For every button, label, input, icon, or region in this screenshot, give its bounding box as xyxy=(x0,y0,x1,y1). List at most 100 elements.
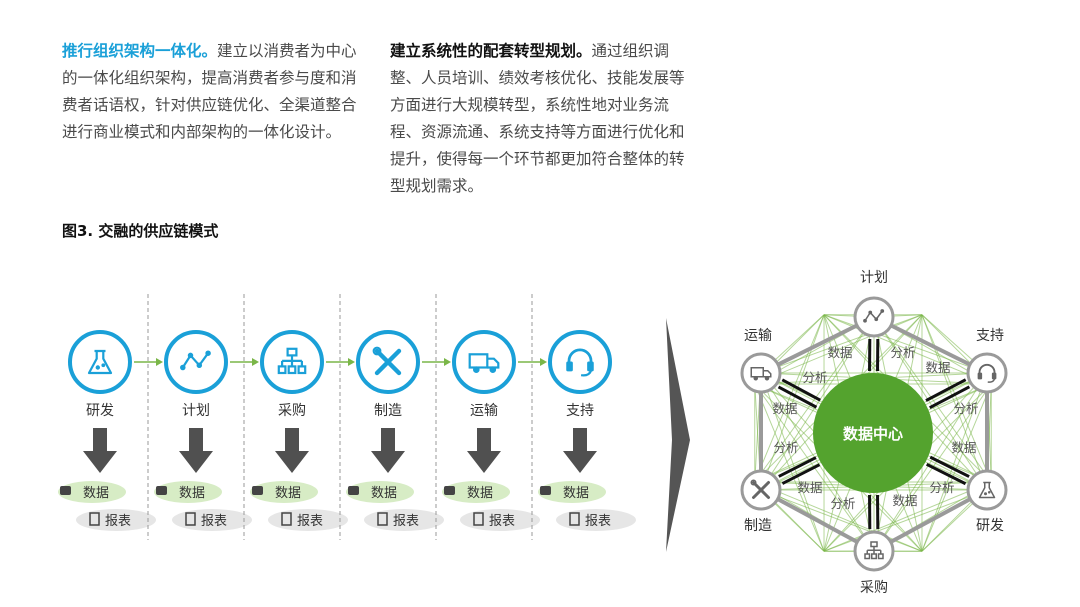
link-word-data: 数据 xyxy=(951,440,976,455)
center-connector xyxy=(925,462,967,486)
network-node xyxy=(966,469,1008,511)
data-label: 数据 xyxy=(179,486,205,501)
data-pill xyxy=(250,481,318,503)
paragraph-body: 建立以消费者为中心的一体化组织架构，提高消费者参与度和消费者话语权，针对供应链优… xyxy=(62,42,357,141)
link-word-analysis: 分析 xyxy=(929,480,954,495)
link-word-data: 数据 xyxy=(827,345,852,360)
stage-label: 采购 xyxy=(278,403,306,419)
link-word-analysis: 分析 xyxy=(830,496,855,511)
report-label: 报表 xyxy=(489,514,515,529)
down-arrow xyxy=(275,428,309,473)
stage-node xyxy=(548,330,612,394)
data-center-label: 数据中心 xyxy=(843,425,903,443)
paragraph-transformation-plan: 建立系统性的配套转型规划。通过组织调整、人员培训、绩效考核优化、技能发展等方面进… xyxy=(390,38,695,200)
ring-link xyxy=(760,488,875,553)
document-icon xyxy=(185,512,196,526)
link-word-analysis: 分析 xyxy=(953,401,978,416)
network-node xyxy=(966,352,1008,394)
network-node-label: 计划 xyxy=(860,270,888,286)
center-connector xyxy=(929,455,970,478)
database-icon xyxy=(540,486,551,495)
stage-node xyxy=(68,330,132,394)
mesh-link xyxy=(754,316,875,483)
center-connector xyxy=(778,456,817,478)
ring-link xyxy=(873,488,988,553)
mesh-link xyxy=(760,372,875,552)
down-arrow xyxy=(563,428,597,473)
report-label: 报表 xyxy=(297,514,323,529)
link-word-analysis: 分析 xyxy=(773,440,798,455)
figure-title: 图3. 交融的供应链模式 xyxy=(62,222,219,240)
stage-label: 运输 xyxy=(470,403,498,419)
document-icon xyxy=(569,512,580,526)
paragraph-lead: 建立系统性的配套转型规划。 xyxy=(390,42,592,60)
flow-arrowhead xyxy=(348,358,355,366)
report-label: 报表 xyxy=(393,514,419,529)
data-pill xyxy=(442,481,510,503)
down-arrow xyxy=(371,428,405,473)
stage-label: 制造 xyxy=(374,403,402,419)
center-connector xyxy=(929,385,971,409)
mesh-link xyxy=(823,489,988,552)
data-label: 数据 xyxy=(563,486,589,501)
data-label: 数据 xyxy=(83,486,109,501)
stage-label: 研发 xyxy=(86,403,114,419)
database-icon xyxy=(348,486,359,495)
down-arrow xyxy=(179,428,213,473)
link-word-data: 数据 xyxy=(892,493,917,508)
database-icon xyxy=(156,486,167,495)
document-icon xyxy=(89,512,100,526)
stage-node xyxy=(452,330,516,394)
data-pill xyxy=(538,481,606,503)
database-icon xyxy=(252,486,263,495)
document-icon xyxy=(281,512,292,526)
report-label: 报表 xyxy=(585,514,611,529)
link-word-data: 数据 xyxy=(772,401,797,416)
chevron-separator xyxy=(666,318,690,552)
link-word-data: 数据 xyxy=(925,360,950,375)
report-label: 报表 xyxy=(201,514,227,529)
mesh-link xyxy=(760,316,875,491)
mesh-link xyxy=(873,316,992,483)
network-node-label: 采购 xyxy=(860,580,888,596)
stage-label: 支持 xyxy=(566,403,594,419)
mesh-link xyxy=(873,372,988,552)
link-word-analysis: 分析 xyxy=(890,345,915,360)
data-label: 数据 xyxy=(467,486,493,501)
mesh-link xyxy=(921,383,992,552)
network-node xyxy=(740,352,782,394)
network-node-label: 研发 xyxy=(976,518,1004,534)
network-node-label: 运输 xyxy=(744,328,772,344)
center-connector xyxy=(777,385,818,409)
mesh-link xyxy=(873,316,988,491)
data-center-node xyxy=(813,373,933,493)
mesh-link xyxy=(754,314,825,483)
flow-arrowhead xyxy=(156,358,163,366)
mesh-link xyxy=(760,314,923,374)
mesh-link xyxy=(921,372,988,552)
center-connector xyxy=(925,378,967,402)
data-pill xyxy=(346,481,414,503)
database-icon xyxy=(60,486,71,495)
report-label: 报表 xyxy=(105,514,131,529)
document-icon xyxy=(473,512,484,526)
ring-link xyxy=(760,315,875,375)
link-word-analysis: 分析 xyxy=(802,370,827,385)
data-pill xyxy=(58,481,126,503)
paragraph-body: 通过组织调整、人员培训、绩效考核优化、技能发展等方面进行大规模转型，系统性地对业… xyxy=(390,42,685,195)
data-label: 数据 xyxy=(275,486,301,501)
paragraph-org-integration: 推行组织架构一体化。建立以消费者为中心的一体化组织架构，提高消费者参与度和消费者… xyxy=(62,38,362,146)
network-node-label: 支持 xyxy=(976,328,1004,344)
mesh-link xyxy=(760,372,825,552)
flow-arrowhead xyxy=(252,358,259,366)
center-connector xyxy=(781,463,821,485)
flow-arrowhead xyxy=(444,358,451,366)
database-icon xyxy=(444,486,455,495)
paragraph-lead: 推行组织架构一体化。 xyxy=(62,42,218,60)
down-arrow xyxy=(467,428,501,473)
mesh-link xyxy=(823,314,988,374)
stage-label: 计划 xyxy=(182,403,210,419)
document-icon xyxy=(377,512,388,526)
ring-link xyxy=(873,315,988,375)
